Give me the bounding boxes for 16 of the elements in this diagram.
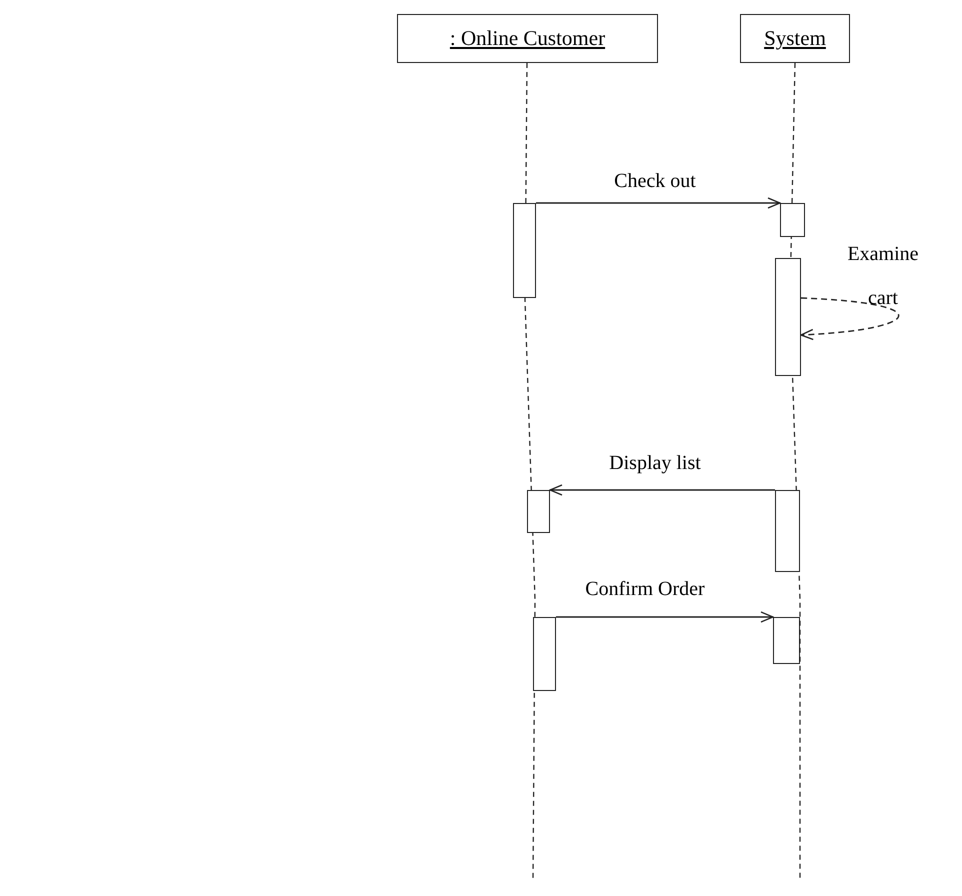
participant-name: System xyxy=(764,26,826,51)
activation-bar xyxy=(780,203,805,237)
activation-bar xyxy=(775,490,800,572)
activation-bar xyxy=(527,490,550,533)
participant-name: : Online Customer xyxy=(450,26,606,51)
message-arrow xyxy=(556,611,774,623)
lifeline-head-box xyxy=(397,14,658,63)
message-arrow xyxy=(549,484,775,496)
message-label: Examine cart xyxy=(846,242,920,311)
activation-bar xyxy=(773,617,800,664)
activation-bar xyxy=(533,617,556,691)
activation-bar xyxy=(513,203,536,298)
self-message-arrow xyxy=(800,297,899,340)
lifeline-head-box xyxy=(740,14,850,63)
message-arrow xyxy=(536,197,781,209)
activation-bar xyxy=(775,258,801,376)
